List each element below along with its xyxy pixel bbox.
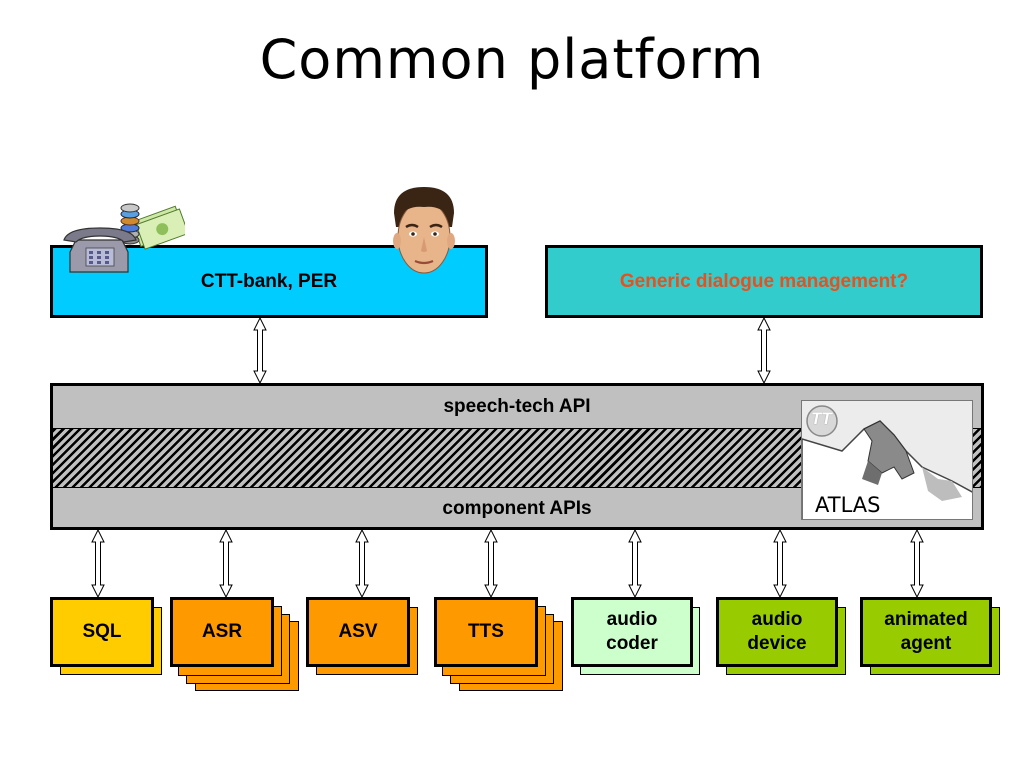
atlas-label: ATLAS xyxy=(815,493,881,517)
arrow-asv xyxy=(355,528,369,599)
animated-agent-label: animated agent xyxy=(884,609,968,654)
arrow-audio-device xyxy=(773,528,787,599)
asr-label: ASR xyxy=(201,621,243,643)
audio-coder-box: audio coder xyxy=(571,597,693,667)
component-apis-band: component APIs xyxy=(56,488,978,530)
tts-label: TTS xyxy=(468,621,504,643)
asv-label: ASV xyxy=(338,621,378,643)
ctt-bank-label: CTT-bank, PER xyxy=(200,270,338,292)
telephone-money-icon xyxy=(63,203,185,273)
slide-title: Common platform xyxy=(259,28,765,91)
speech-tech-api-band: speech-tech API xyxy=(56,386,978,428)
audio-coder-label: audio coder xyxy=(606,609,658,654)
animated-agent-box: animated agent xyxy=(860,597,992,667)
animated-face-icon xyxy=(393,187,455,274)
arrow-ctt-to-platform xyxy=(253,316,267,385)
component-apis-label: component APIs xyxy=(442,498,592,520)
arrow-tts xyxy=(484,528,498,599)
arrow-audio-coder xyxy=(628,528,642,599)
speech-tech-api-label: speech-tech API xyxy=(443,396,591,418)
audio-device-label: audio device xyxy=(747,609,807,654)
atlas-logo-image: TT ATLAS xyxy=(801,400,973,520)
sql-box: SQL xyxy=(50,597,154,667)
arrow-animated-agent xyxy=(910,528,924,599)
arrow-sql xyxy=(91,528,105,599)
asv-box: ASV xyxy=(306,597,410,667)
arrow-dialogue-to-platform xyxy=(757,316,771,385)
tts-box: TTS xyxy=(434,597,538,667)
dialogue-management-box: Generic dialogue management? xyxy=(545,245,983,318)
atlas-logo-text: TT xyxy=(811,409,832,428)
arrow-asr xyxy=(219,528,233,599)
sql-label: SQL xyxy=(82,621,122,643)
dialogue-management-label: Generic dialogue management? xyxy=(619,270,909,292)
audio-device-box: audio device xyxy=(716,597,838,667)
asr-box: ASR xyxy=(170,597,274,667)
